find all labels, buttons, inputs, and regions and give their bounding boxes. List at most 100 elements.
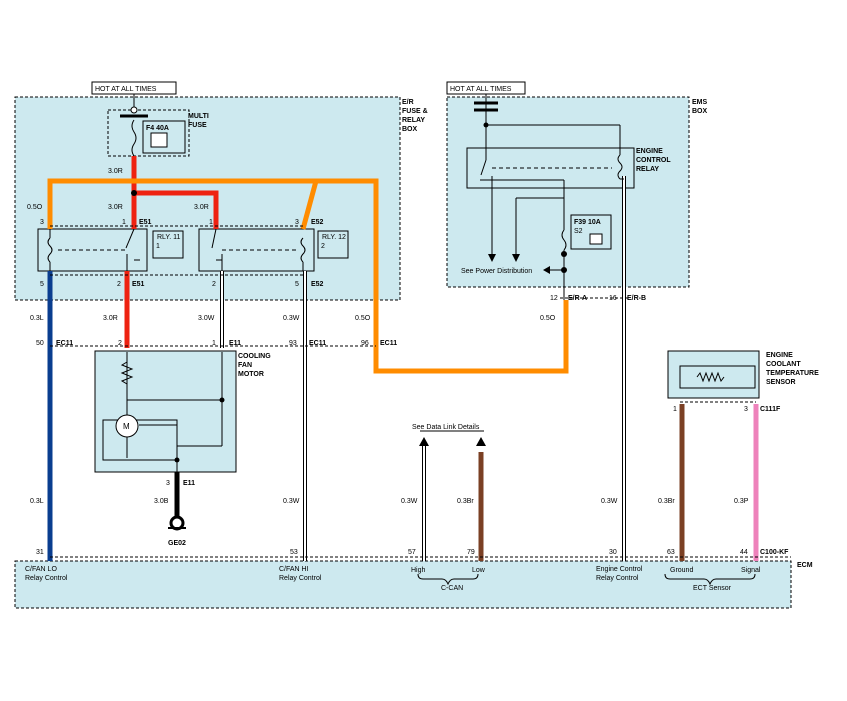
pin-93: 93 [289,340,297,347]
small-boxes [91,81,612,259]
engine-control-relay-box [466,147,635,189]
ground-label: GE02 [168,540,186,547]
w03l-b: 0.3L [30,498,44,505]
pin-3-e11: 3 [166,480,170,487]
pin-57: 57 [408,549,416,556]
cfan-lo-line1: C/FAN LO [25,566,57,573]
ecr-line1: ENGINE [636,148,663,155]
ems-box-line2: BOX [692,108,708,115]
pin-79: 79 [467,549,475,556]
conn-c100kf: C100-KF [760,549,789,556]
ect-line2: COOLANT [766,361,801,368]
er-box-line4: BOX [402,126,418,133]
w30r-top: 3.0R [108,168,123,175]
pin-3-ect: 3 [744,406,748,413]
conn-e11-b: E11 [183,480,195,487]
pin-12: 12 [550,295,558,302]
white-wires [220,176,626,561]
w05o-c: 0.5O [540,315,556,322]
er-box-line1: E/R [402,99,414,106]
rly12-label: RLY. 12 [322,234,346,241]
ect-line1: ENGINE [766,352,793,359]
pin-5-e51: 5 [40,281,44,288]
wire-orange-join [300,180,319,230]
conn-e52-top: E52 [311,219,324,226]
rly11-label: RLY. 11 [157,234,180,241]
cooling-fan-line1: COOLING [238,353,271,360]
pin-44: 44 [740,549,748,556]
pin-1-e51: 1 [122,219,126,226]
er-box-line3: RELAY [402,117,425,124]
conn-e52-bot: E52 [311,281,324,288]
relay-11-box [37,228,148,272]
conn-ec11-b: EC11 [309,340,326,347]
ect-line3: TEMPERATURE [766,370,819,377]
w05o-left: 0.5O [27,204,43,211]
fuse-f4-label: F4 40A [146,125,169,132]
pin-31: 31 [36,549,44,556]
pin-63: 63 [667,549,675,556]
pin-high: High [411,567,426,574]
pin-1-e52: 1 [209,219,213,226]
hot-right-label: HOT AT ALL TIMES [450,86,512,93]
wire-orange [47,178,569,374]
w30w: 3.0W [198,315,215,322]
pin-3-e52: 3 [295,219,299,226]
wire-red-branch [134,190,219,229]
w03br-b: 0.3Br [658,498,675,505]
pin-50: 50 [36,340,44,347]
pin-2-e11: 2 [118,340,122,347]
fuse-f39-label: F39 10A [574,219,601,226]
ems-box-line1: EMS [692,99,708,106]
w30r-e52: 3.0R [194,204,209,211]
w30b: 3.0B [154,498,169,505]
thin-lines [47,94,791,586]
conn-c111f: C111F [760,406,781,413]
pin-16: 16 [609,295,617,302]
pin-low: Low [472,567,486,574]
pin-2-e52: 2 [212,281,216,288]
ect-line4: SENSOR [766,379,796,386]
w03w-d: 0.3W [601,498,618,505]
ecr-line3: RELAY [636,166,659,173]
see-power-label: See Power Distribution [461,268,532,275]
c-can-label: C-CAN [441,585,463,592]
pin-1-e11: 1 [212,340,216,347]
ect-group-label: ECT Sensor [693,585,732,592]
er-fuse-relay-box [14,96,401,301]
multi-fuse-line2: FUSE [188,122,207,129]
pin-2-e51: 2 [117,281,121,288]
fuse-f39-sub: S2 [574,228,583,235]
pin-1-ect: 1 [673,406,677,413]
conn-e11-a: E11 [229,340,241,347]
cfan-hi-line1: C/FAN HI [279,566,309,573]
w03l-a: 0.3L [30,315,44,322]
er-box-line2: FUSE & [402,108,428,115]
pin-53: 53 [290,549,298,556]
text-layer: HOT AT ALL TIMES HOT AT ALL TIMES E/R FU… [25,86,819,592]
pin-96: 96 [361,340,369,347]
relay-12-box [198,228,315,272]
pin-5-e52: 5 [295,281,299,288]
w30r-e51: 3.0R [108,204,123,211]
ecr-ctrl-line1: Engine Control [596,566,643,573]
rly11-pin: 1 [156,243,160,250]
cooling-fan-line2: FAN [238,362,252,369]
cooling-fan-motor-box [94,350,237,473]
conn-e51-bot: E51 [132,281,145,288]
w03p: 0.3P [734,498,749,505]
cooling-fan-line3: MOTOR [238,371,264,378]
pin-3-e51: 3 [40,219,44,226]
ecr-ctrl-line2: Relay Control [596,575,639,582]
ems-box [446,96,690,288]
symbols [115,101,567,531]
multi-fuse-box [107,109,190,157]
hot-left-label: HOT AT ALL TIMES [95,86,157,93]
ecr-line2: CONTROL [636,157,671,164]
pin-30: 30 [609,549,617,556]
motor-symbol: M [123,422,130,431]
w30r-b: 3.0R [103,315,118,322]
rly12-pin: 2 [321,243,325,250]
w05o-b: 0.5O [355,315,371,322]
